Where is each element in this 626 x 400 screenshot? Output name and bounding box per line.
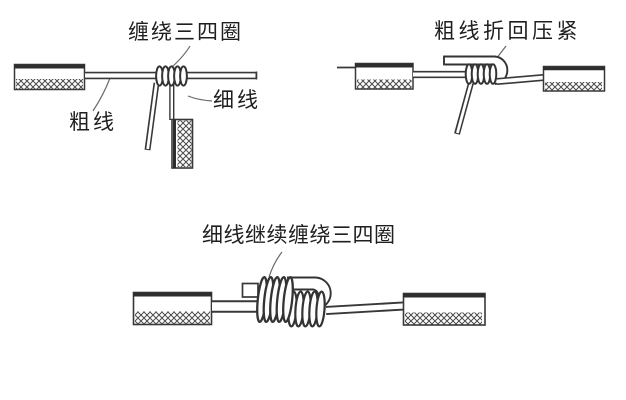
thin-wire-label: 细线 bbox=[213, 88, 261, 112]
step3-left-insulation bbox=[132, 291, 213, 326]
diagram-step1-wrap-turns bbox=[13, 45, 258, 169]
step3-title: 细线继续缠绕三四圈 bbox=[202, 223, 396, 247]
diagram-step2-fold-back bbox=[337, 45, 606, 135]
thick-wire-label: 粗线 bbox=[69, 110, 117, 134]
step2-coil bbox=[464, 63, 498, 85]
step2-left-insulation bbox=[354, 62, 414, 90]
step2-thin-wire-tail bbox=[454, 82, 474, 135]
step1-title: 缠绕三四圈 bbox=[128, 20, 243, 44]
thick-wire-leader-line bbox=[92, 77, 111, 112]
diagram-step3-continue-wrap bbox=[132, 251, 486, 328]
step2-right-conductor bbox=[496, 74, 544, 85]
step3-folded-stub bbox=[241, 282, 259, 298]
thin-wire-leader-line bbox=[187, 95, 213, 102]
step2-right-insulation bbox=[542, 65, 606, 92]
step1-coil bbox=[155, 65, 188, 87]
step3-right-insulation bbox=[402, 292, 486, 326]
step1-title-leader-line bbox=[170, 45, 191, 69]
step3-title-leader-line bbox=[268, 251, 283, 278]
step3-original-coil bbox=[256, 275, 294, 324]
step1-thin-wire-insulation bbox=[171, 118, 194, 169]
step1-thick-wire-insulation bbox=[13, 63, 86, 91]
step1-thin-wire-tail bbox=[144, 82, 160, 151]
step2-title: 粗线折回压紧 bbox=[434, 19, 581, 43]
step3-right-conductor bbox=[325, 301, 404, 315]
